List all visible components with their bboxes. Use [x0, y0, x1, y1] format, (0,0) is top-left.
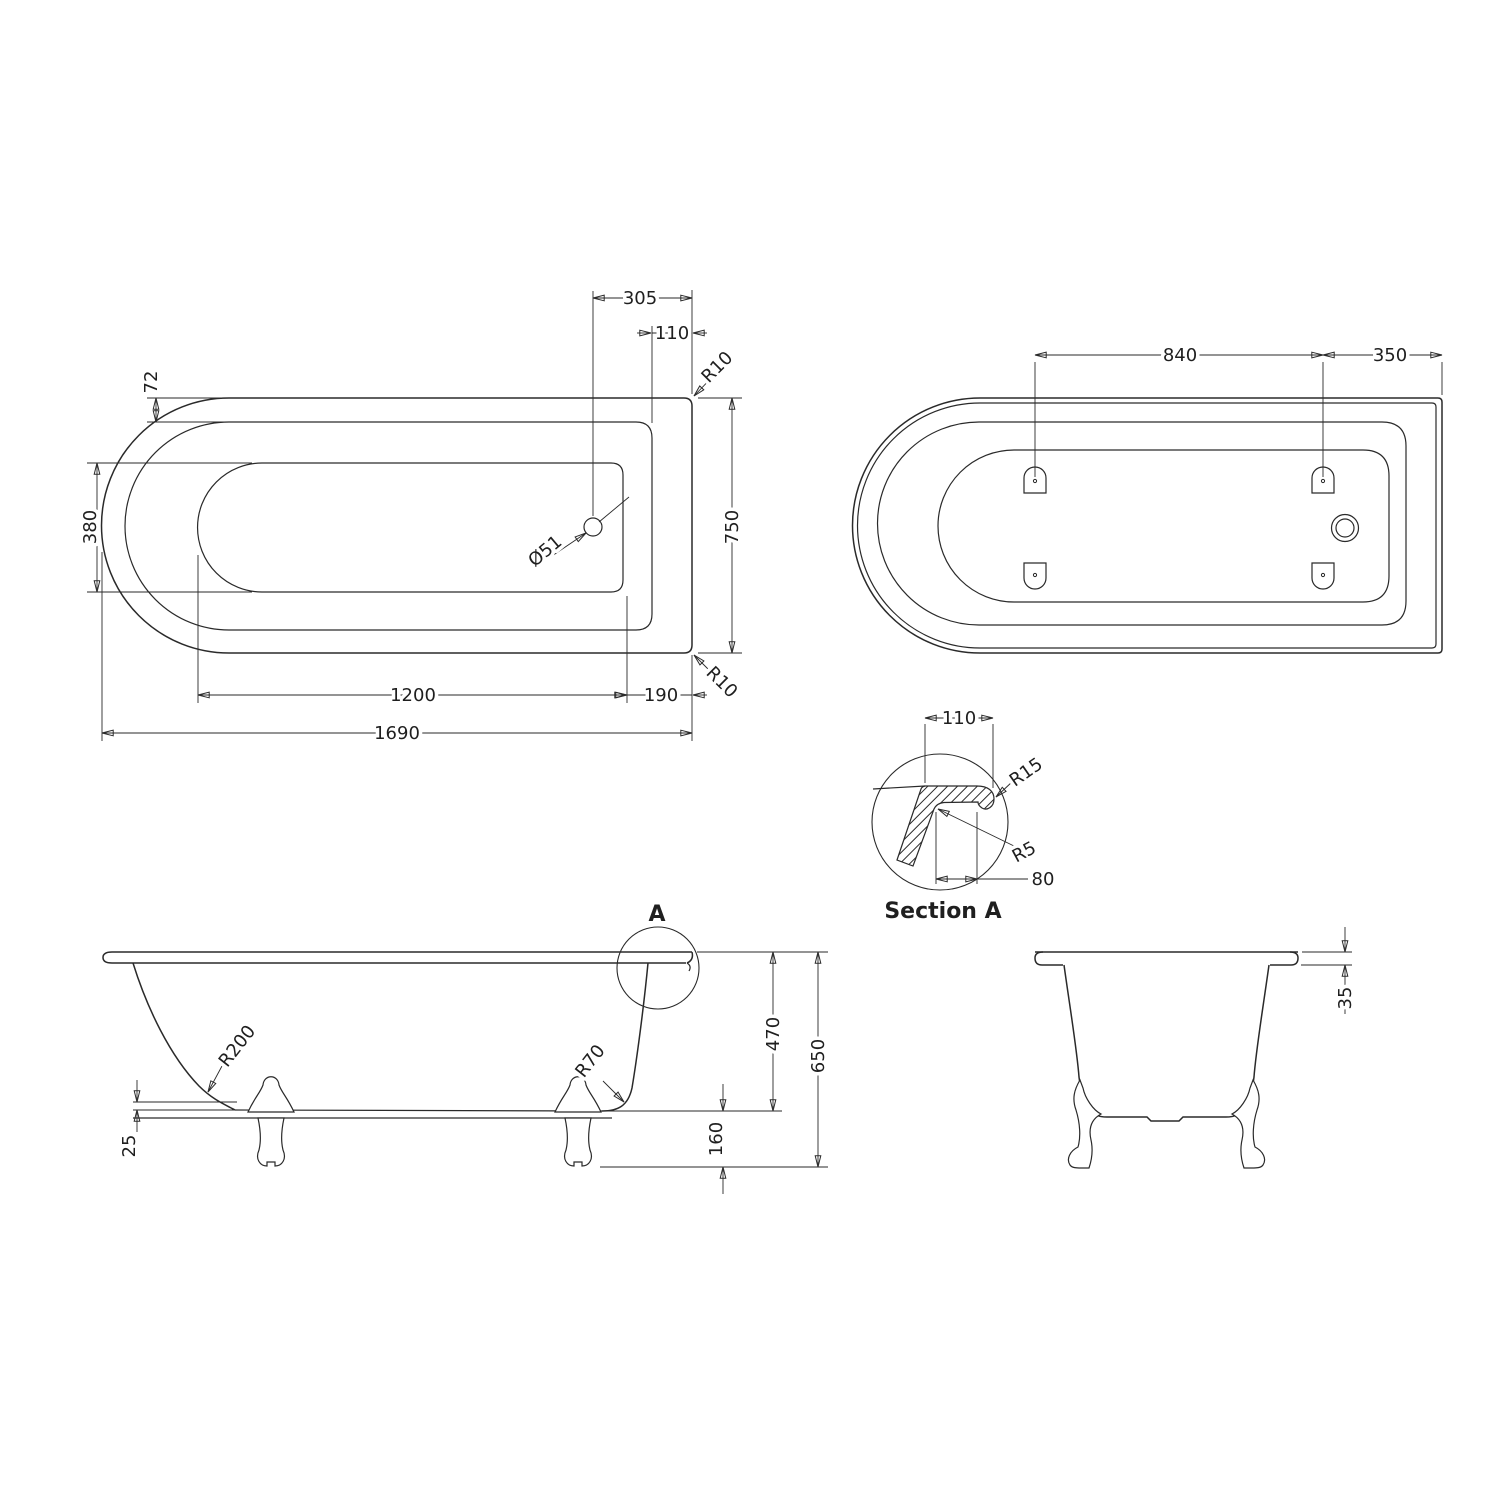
end-right-wall — [1225, 964, 1270, 1118]
foot-pad — [1023, 562, 1047, 590]
dim-72: 72 — [141, 371, 162, 394]
dim-305: 305 — [623, 288, 657, 309]
dim-110-section: 110 — [942, 708, 976, 729]
section-a-detail: 110 80 R15 R5 Section A — [871, 705, 1058, 924]
section-title: Section A — [884, 899, 1001, 924]
underside-outer-outline — [851, 397, 1443, 654]
dim-35: 35 — [1335, 987, 1356, 1010]
dim-380: 380 — [80, 510, 101, 544]
radius-r70: R70 — [571, 1041, 609, 1082]
dim-drain-diameter: Ø51 — [524, 531, 566, 571]
radius-r5: R5 — [1009, 838, 1040, 868]
claw-foot-leg — [256, 1117, 286, 1167]
end-elevation: 35 — [1034, 927, 1360, 1169]
callout-label: A — [648, 902, 665, 927]
foot-pad — [1023, 466, 1047, 494]
end-left-flange — [1034, 951, 1063, 966]
dim-650: 650 — [808, 1039, 829, 1073]
foot-pad — [1311, 466, 1335, 494]
side-left-wall — [132, 962, 236, 1111]
side-rim-bar — [102, 951, 692, 964]
plan-view: 305 110 72 380 750 Ø51 1200 190 1690 R10… — [77, 285, 747, 748]
dim-350: 350 — [1373, 345, 1407, 366]
claw-foot — [247, 1076, 295, 1113]
claw-foot-front — [1230, 1078, 1266, 1169]
underside-wall-outline — [876, 421, 1407, 626]
plan-inner-rim-outline — [124, 421, 653, 631]
claw-foot-leg — [563, 1117, 593, 1167]
side-right-wall — [601, 962, 649, 1112]
radius-r200: R200 — [215, 1021, 260, 1071]
dim-1200: 1200 — [390, 685, 436, 706]
rim-cross-section-hatched — [896, 785, 995, 867]
end-left-wall — [1063, 964, 1108, 1118]
dim-110-plan: 110 — [655, 323, 689, 344]
radius-r15: R15 — [1006, 754, 1047, 792]
underside-base-outline — [937, 449, 1390, 603]
dim-1690: 1690 — [374, 723, 420, 744]
end-tub-bottom — [1107, 1116, 1226, 1122]
dim-160: 160 — [706, 1122, 727, 1156]
section-detail-circle — [871, 753, 1009, 891]
side-elevation: A R200 R70 25 470 650 160 — [102, 902, 833, 1194]
detail-callout-circle — [616, 926, 700, 1010]
underside-rim-offset-outline — [856, 402, 1437, 649]
claw-foot-front — [1067, 1078, 1103, 1169]
radius-r10-top: R10 — [697, 347, 737, 387]
foot-pad — [1311, 562, 1335, 590]
dim-80: 80 — [1032, 869, 1055, 890]
dim-750: 750 — [722, 510, 743, 544]
dim-470: 470 — [763, 1017, 784, 1051]
underside-view: 840 350 — [851, 342, 1443, 654]
side-tub-bottom — [234, 1109, 603, 1112]
drain-hole-underside — [1330, 513, 1360, 543]
plan-outer-rim-outline — [100, 397, 693, 654]
dim-190: 190 — [644, 685, 678, 706]
dim-25: 25 — [119, 1135, 140, 1158]
plan-basin-outline — [196, 462, 624, 593]
end-right-flange — [1270, 951, 1299, 966]
claw-foot — [554, 1076, 602, 1113]
drain-hole — [583, 517, 603, 537]
dim-840: 840 — [1163, 345, 1197, 366]
